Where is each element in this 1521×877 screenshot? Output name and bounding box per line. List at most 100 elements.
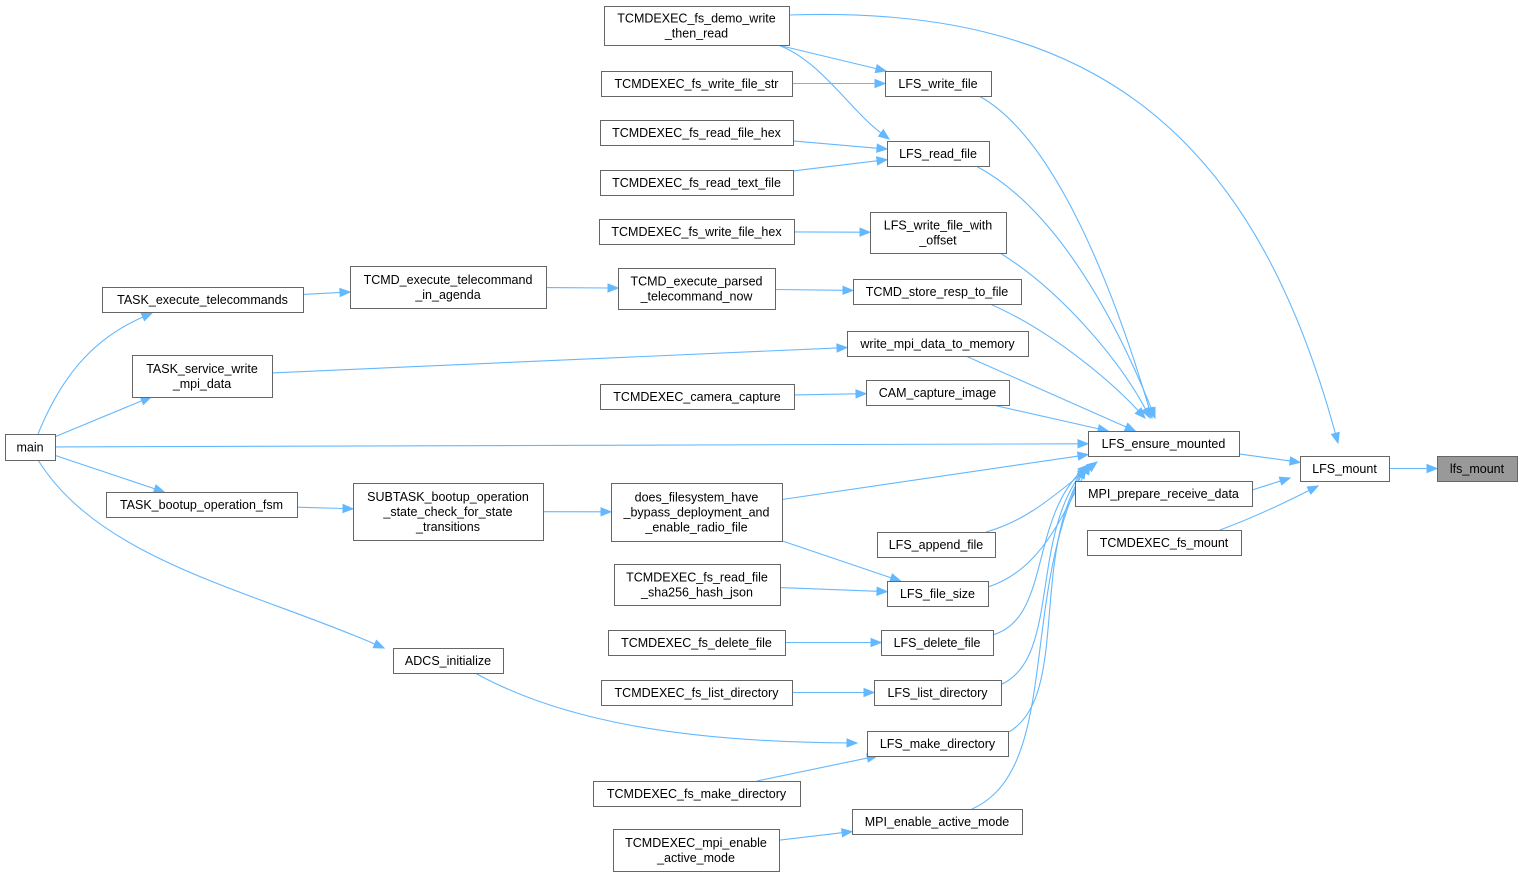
node-lfs-append-file[interactable]: LFS_append_file — [877, 532, 996, 558]
node-box — [853, 279, 1022, 305]
node-label: LFS_append_file — [889, 538, 984, 552]
node-tcmdexec-fs-write-file-hex[interactable]: TCMDEXEC_fs_write_file_hex — [599, 219, 795, 245]
node-tcmdexec-fs-make-directory[interactable]: TCMDEXEC_fs_make_directory — [593, 781, 801, 807]
node-tcmdexec-fs-read-text-file[interactable]: TCMDEXEC_fs_read_text_file — [600, 170, 794, 196]
node-box — [608, 630, 786, 656]
node-label: _state_check_for_state — [382, 505, 512, 519]
node-tcmdexec-fs-delete-file[interactable]: TCMDEXEC_fs_delete_file — [608, 630, 786, 656]
edge-line — [1238, 453, 1292, 462]
arrowhead-icon — [152, 484, 166, 494]
edge-CAM_capture_image-to-LFS_ensure_mounted — [992, 404, 1110, 434]
node-does-filesystem-have[interactable]: does_filesystem_have_bypass_deployment_a… — [611, 483, 783, 542]
edge-TCMDEXEC_fs_mount-to-LFS_mount — [1219, 485, 1320, 531]
node-tcmdexec-fs-mount[interactable]: TCMDEXEC_fs_mount — [1087, 530, 1242, 556]
node-label: _in_agenda — [414, 288, 480, 302]
node-cam-capture-image[interactable]: CAM_capture_image — [866, 380, 1010, 406]
node-box — [102, 287, 304, 313]
node-box — [887, 581, 989, 607]
node-box — [1087, 530, 1242, 556]
arrowhead-icon — [1134, 407, 1146, 419]
node-label: TCMDEXEC_camera_capture — [613, 390, 780, 404]
node-tcmdexec-fs-read-file-sha256-hash-json[interactable]: TCMDEXEC_fs_read_file_sha256_hash_json — [614, 564, 781, 606]
arrowhead-icon — [139, 396, 153, 406]
node-tcmdexec-fs-demo-write-then-read[interactable]: TCMDEXEC_fs_demo_write_then_read — [604, 6, 790, 46]
node-tcmdexec-fs-write-file-str[interactable]: TCMDEXEC_fs_write_file_str — [601, 71, 793, 97]
node-task-bootup-operation-fsm[interactable]: TASK_bootup_operation_fsm — [106, 492, 298, 518]
node-lfs-mount[interactable]: LFS_mount — [1300, 456, 1390, 482]
edge-line — [271, 347, 839, 374]
edge-TCMD_store_resp_to_file-to-LFS_ensure_mounted — [989, 303, 1146, 419]
node-lfs-mount[interactable]: lfs_mount — [1437, 456, 1518, 482]
edge-main-to-LFS_ensure_mounted — [54, 439, 1090, 449]
arrowhead-icon — [339, 287, 352, 298]
arrowhead-icon — [859, 227, 872, 237]
node-tcmd-execute-telecommand-in-agenda[interactable]: TCMD_execute_telecommand_in_agenda — [350, 266, 547, 309]
node-box — [887, 141, 990, 167]
edge-line — [777, 44, 883, 135]
edge-line — [777, 44, 878, 70]
node-lfs-make-directory[interactable]: LFS_make_directory — [867, 731, 1009, 757]
edge-TCMDEXEC_fs_make_directory-to-LFS_make_directory — [756, 753, 879, 782]
node-lfs-write-file[interactable]: LFS_write_file — [885, 71, 992, 97]
node-label: _sha256_hash_json — [640, 586, 753, 600]
node-task-service-write-mpi-data[interactable]: TASK_service_write_mpi_data — [132, 355, 273, 398]
edge-line — [991, 470, 1082, 636]
edge-line — [1006, 474, 1082, 734]
node-mpi-prepare-receive-data[interactable]: MPI_prepare_receive_data — [1075, 481, 1253, 507]
node-label: _mpi_data — [172, 377, 231, 391]
arrowhead-icon — [846, 738, 859, 748]
node-lfs-ensure-mounted[interactable]: LFS_ensure_mounted — [1088, 431, 1240, 457]
edge-line — [989, 303, 1140, 412]
node-box — [847, 331, 1029, 357]
node-box — [611, 483, 783, 542]
node-box — [600, 170, 794, 196]
node-tcmdexec-mpi-enable-active-mode[interactable]: TCMDEXEC_mpi_enable_active_mode — [613, 829, 780, 872]
edge-TCMDEXEC_fs_demo_write_then_read-to-LFS_mount — [788, 13, 1340, 445]
node-subtask-bootup[interactable]: SUBTASK_bootup_operation_state_check_for… — [353, 483, 544, 541]
node-tcmd-execute-parsed-telecommand-now[interactable]: TCMD_execute_parsed_telecommand_now — [618, 268, 776, 310]
edge-TCMDEXEC_fs_read_text_file-to-LFS_read_file — [792, 156, 889, 172]
node-tcmdexec-fs-read-file-hex[interactable]: TCMDEXEC_fs_read_file_hex — [600, 120, 794, 146]
node-lfs-list-directory[interactable]: LFS_list_directory — [874, 680, 1002, 706]
arrowhead-icon — [870, 637, 883, 648]
node-write-mpi-data-to-memory[interactable]: write_mpi_data_to_memory — [847, 331, 1029, 357]
node-tcmd-store-resp-to-file[interactable]: TCMD_store_resp_to_file — [853, 279, 1022, 305]
node-lfs-file-size[interactable]: LFS_file_size — [887, 581, 989, 607]
node-lfs-write-file-with-offset[interactable]: LFS_write_file_with_offset — [870, 212, 1007, 254]
node-task-execute-telecommands[interactable]: TASK_execute_telecommands — [102, 287, 304, 313]
edge-line — [788, 13, 1337, 435]
node-label: MPI_enable_active_mode — [865, 815, 1010, 829]
edge-line — [296, 506, 345, 510]
edge-layer — [37, 13, 1439, 841]
node-box — [604, 6, 790, 46]
edge-line — [975, 165, 1153, 410]
node-box — [885, 71, 992, 97]
node-main[interactable]: main — [5, 434, 56, 461]
node-lfs-delete-file[interactable]: LFS_delete_file — [881, 630, 994, 656]
node-tcmdexec-camera-capture[interactable]: TCMDEXEC_camera_capture — [600, 384, 795, 410]
edge-line — [54, 454, 156, 490]
node-label: TCMDEXEC_fs_list_directory — [615, 686, 780, 700]
node-label: TCMDEXEC_mpi_enable — [625, 836, 767, 850]
edge-line — [54, 443, 1080, 448]
node-label: _bypass_deployment_and — [623, 506, 770, 520]
node-adcs-initialize[interactable]: ADCS_initialize — [393, 648, 504, 674]
edge-TCMDEXEC_fs_read_file_sha256_hash_json-to-LFS_file_size — [779, 586, 889, 596]
edge-TCMDEXEC_camera_capture-to-CAM_capture_image — [793, 389, 868, 399]
edge-line — [1219, 489, 1311, 531]
edge-line — [778, 832, 844, 841]
node-box — [618, 268, 776, 310]
node-label: TCMDEXEC_fs_read_file_hex — [612, 126, 782, 140]
node-mpi-enable-active-mode[interactable]: MPI_enable_active_mode — [852, 809, 1023, 835]
edge-line — [474, 672, 849, 744]
node-box — [1088, 431, 1240, 457]
edge-main-to-ADCS_initialize — [37, 459, 386, 649]
edge-line — [992, 404, 1100, 430]
edge-ADCS_initialize-to-LFS_make_directory — [474, 672, 859, 748]
node-tcmdexec-fs-list-directory[interactable]: TCMDEXEC_fs_list_directory — [601, 680, 793, 706]
edge-TCMDEXEC_mpi_enable_active_mode-to-MPI_enable_active_mode — [778, 828, 854, 841]
node-label: TCMD_store_resp_to_file — [866, 285, 1008, 299]
node-lfs-read-file[interactable]: LFS_read_file — [887, 141, 990, 167]
node-label: main — [16, 441, 43, 455]
